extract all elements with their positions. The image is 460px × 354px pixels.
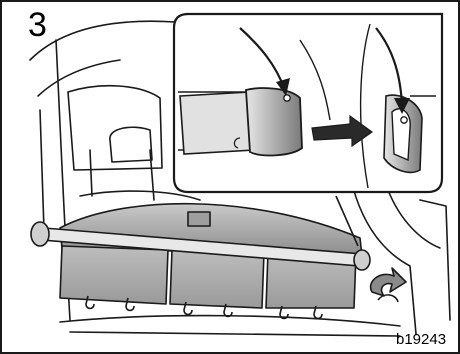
figure-code: b19243 xyxy=(396,332,446,348)
detail-inset xyxy=(174,14,442,192)
step-number: 3 xyxy=(28,8,47,42)
